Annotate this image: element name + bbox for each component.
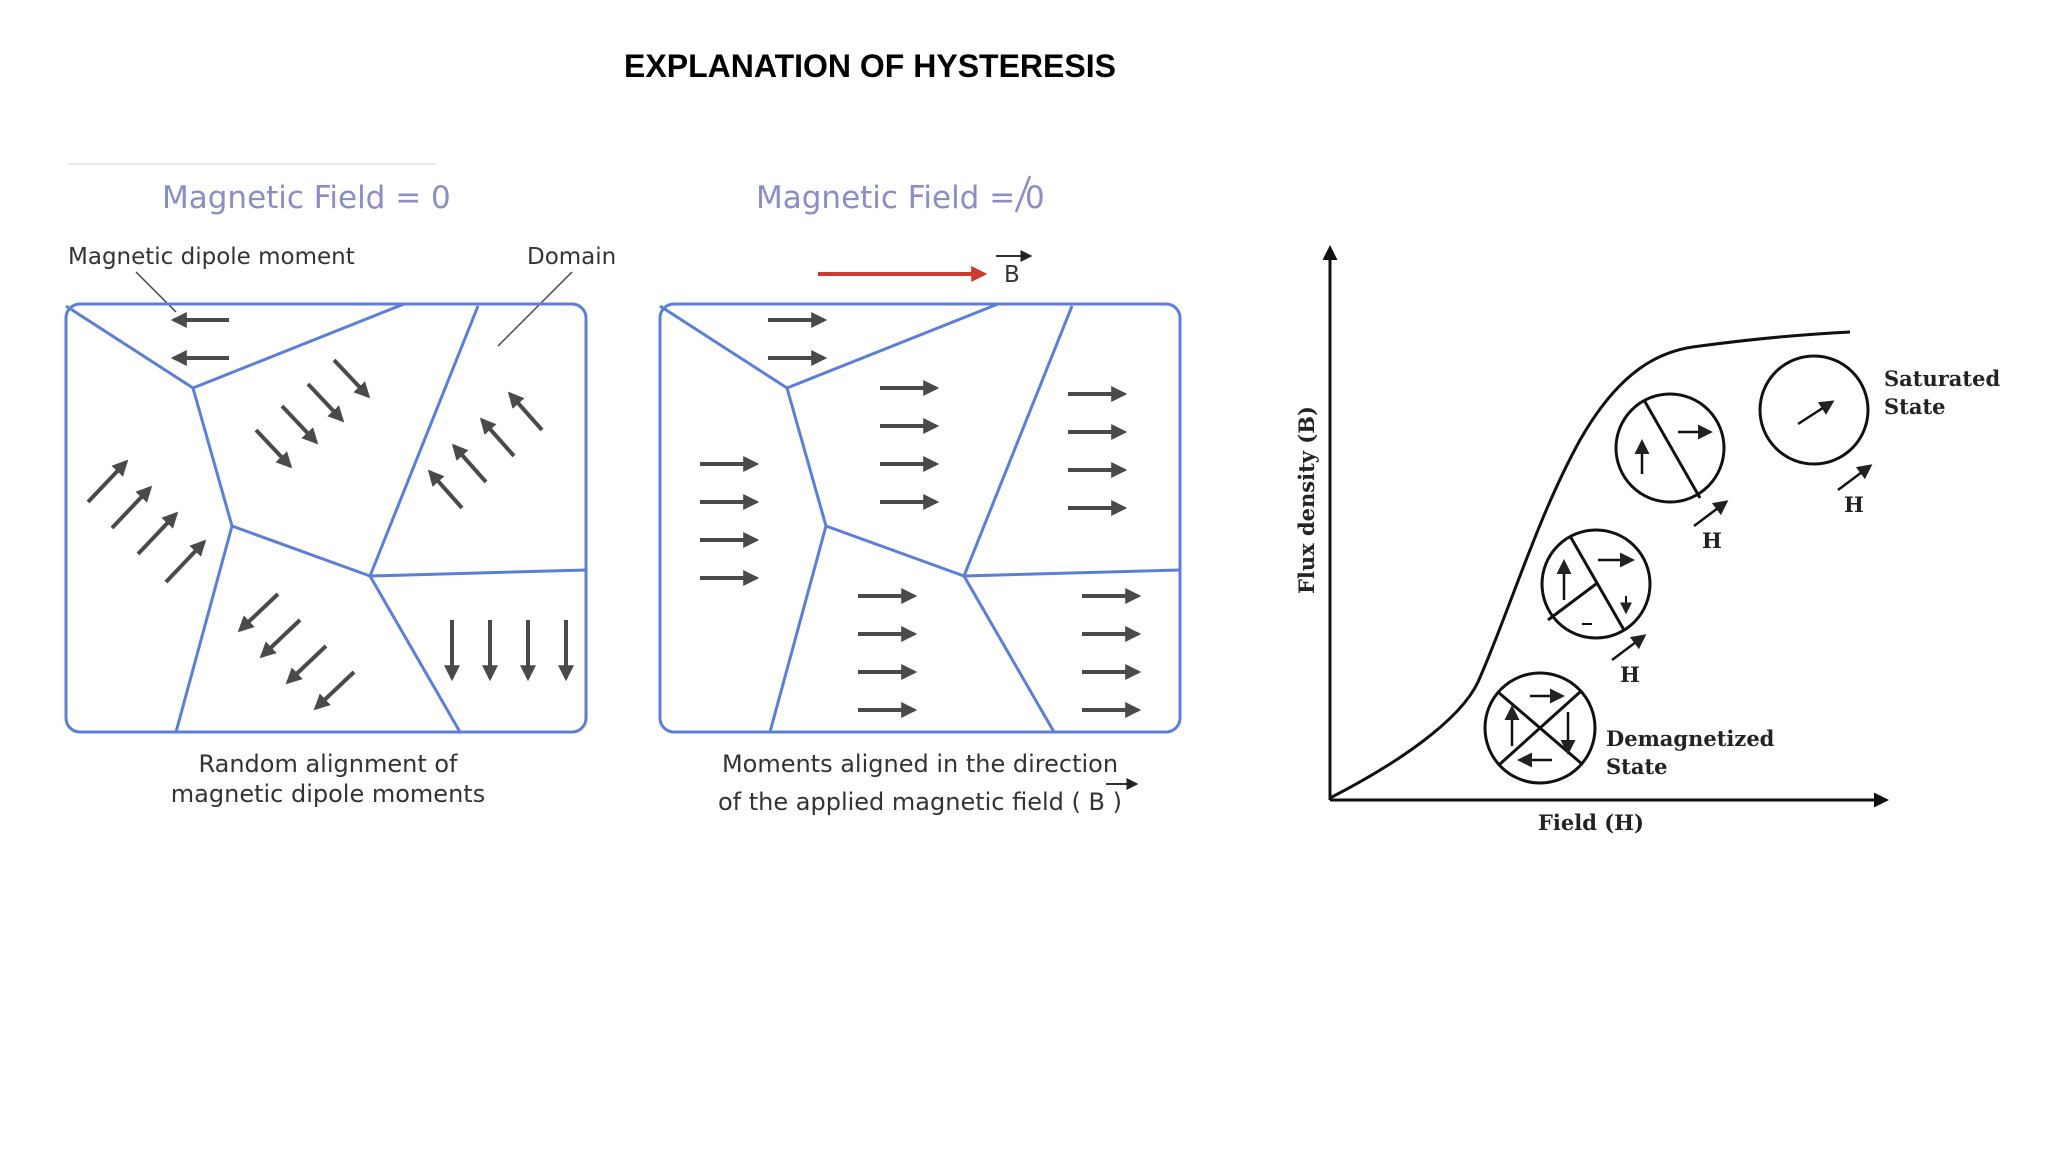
leader-line-domain [497, 271, 573, 347]
caption-middle-line2: of the applied magnetic field ( B ) [718, 788, 1122, 816]
domain-circle-demagnetized [1483, 671, 1597, 785]
dipole-arrow [507, 391, 544, 432]
label-saturated-1: Saturated [1884, 366, 2000, 391]
caption-middle-line1: Moments aligned in the direction [722, 750, 1118, 778]
y-axis-label: Flux density (B) [1294, 406, 1319, 594]
label-demagnetized-1: Demagnetized [1606, 726, 1775, 751]
h-arrow-icon [1611, 634, 1647, 661]
h-arrow-icon [1693, 500, 1729, 527]
label-saturated-2: State [1884, 394, 1946, 419]
h-label-2: H [1702, 528, 1722, 553]
label-domain: Domain [527, 244, 616, 270]
panel-no-field: Magnetic Field = 0 Magnetic dipole momen… [64, 163, 616, 808]
dipole-arrow [306, 382, 345, 423]
dipole-arrow [280, 404, 319, 445]
dipole-arrow [164, 539, 207, 584]
h-label-3: H [1844, 492, 1864, 517]
magnetization-curve-panel: Flux density (B) Field (H) Demagnetized … [1294, 245, 2000, 835]
sample-boundary-left [64, 302, 588, 734]
dipole-arrow [86, 459, 129, 504]
x-axis-label: Field (H) [1538, 810, 1644, 835]
field-symbol-b: B [1004, 262, 1020, 288]
caption-left-line2: magnetic dipole moments [171, 780, 485, 808]
domain-circle-mostly-aligned [1614, 392, 1726, 504]
heading-no-field: Magnetic Field = 0 [162, 180, 451, 216]
h-arrow-icon [1837, 464, 1873, 491]
dipole-arrows-left [86, 312, 574, 711]
dipole-arrow [254, 428, 293, 469]
heading-applied-field: Magnetic Field = 0 [756, 180, 1045, 216]
label-demagnetized-2: State [1606, 754, 1668, 779]
page-title: EXPLANATION OF HYSTERESIS [624, 48, 1116, 84]
leader-line-dipole [135, 271, 177, 313]
domain-circle-partial [1540, 528, 1652, 640]
domain-boundaries-left [65, 302, 587, 733]
domain-boundaries-middle [659, 302, 1181, 733]
h-label-1: H [1620, 662, 1640, 687]
not-equal-slash [1014, 175, 1032, 213]
dipole-arrow [451, 443, 488, 484]
dipole-arrow [427, 469, 464, 510]
dipole-arrow [237, 592, 280, 633]
dipole-arrow [259, 618, 302, 659]
caption-left-line1: Random alignment of [198, 750, 458, 778]
domain-circle-saturated [1758, 354, 1870, 466]
dipole-arrow [332, 358, 371, 399]
dipole-arrow [110, 485, 153, 530]
panel-applied-field: Magnetic Field = 0 B Moments aligned in … [658, 175, 1182, 816]
dipole-arrow [479, 417, 516, 458]
arrow-diagonal-icon [1797, 400, 1835, 426]
sample-boundary-middle [658, 302, 1182, 734]
magnetization-curve [1329, 330, 1851, 800]
dipole-arrow [136, 511, 179, 556]
dipole-arrow [285, 644, 328, 685]
dipole-arrow [313, 670, 356, 711]
label-dipole-moment: Magnetic dipole moment [68, 244, 355, 270]
dipole-arrows-middle [700, 312, 1142, 718]
